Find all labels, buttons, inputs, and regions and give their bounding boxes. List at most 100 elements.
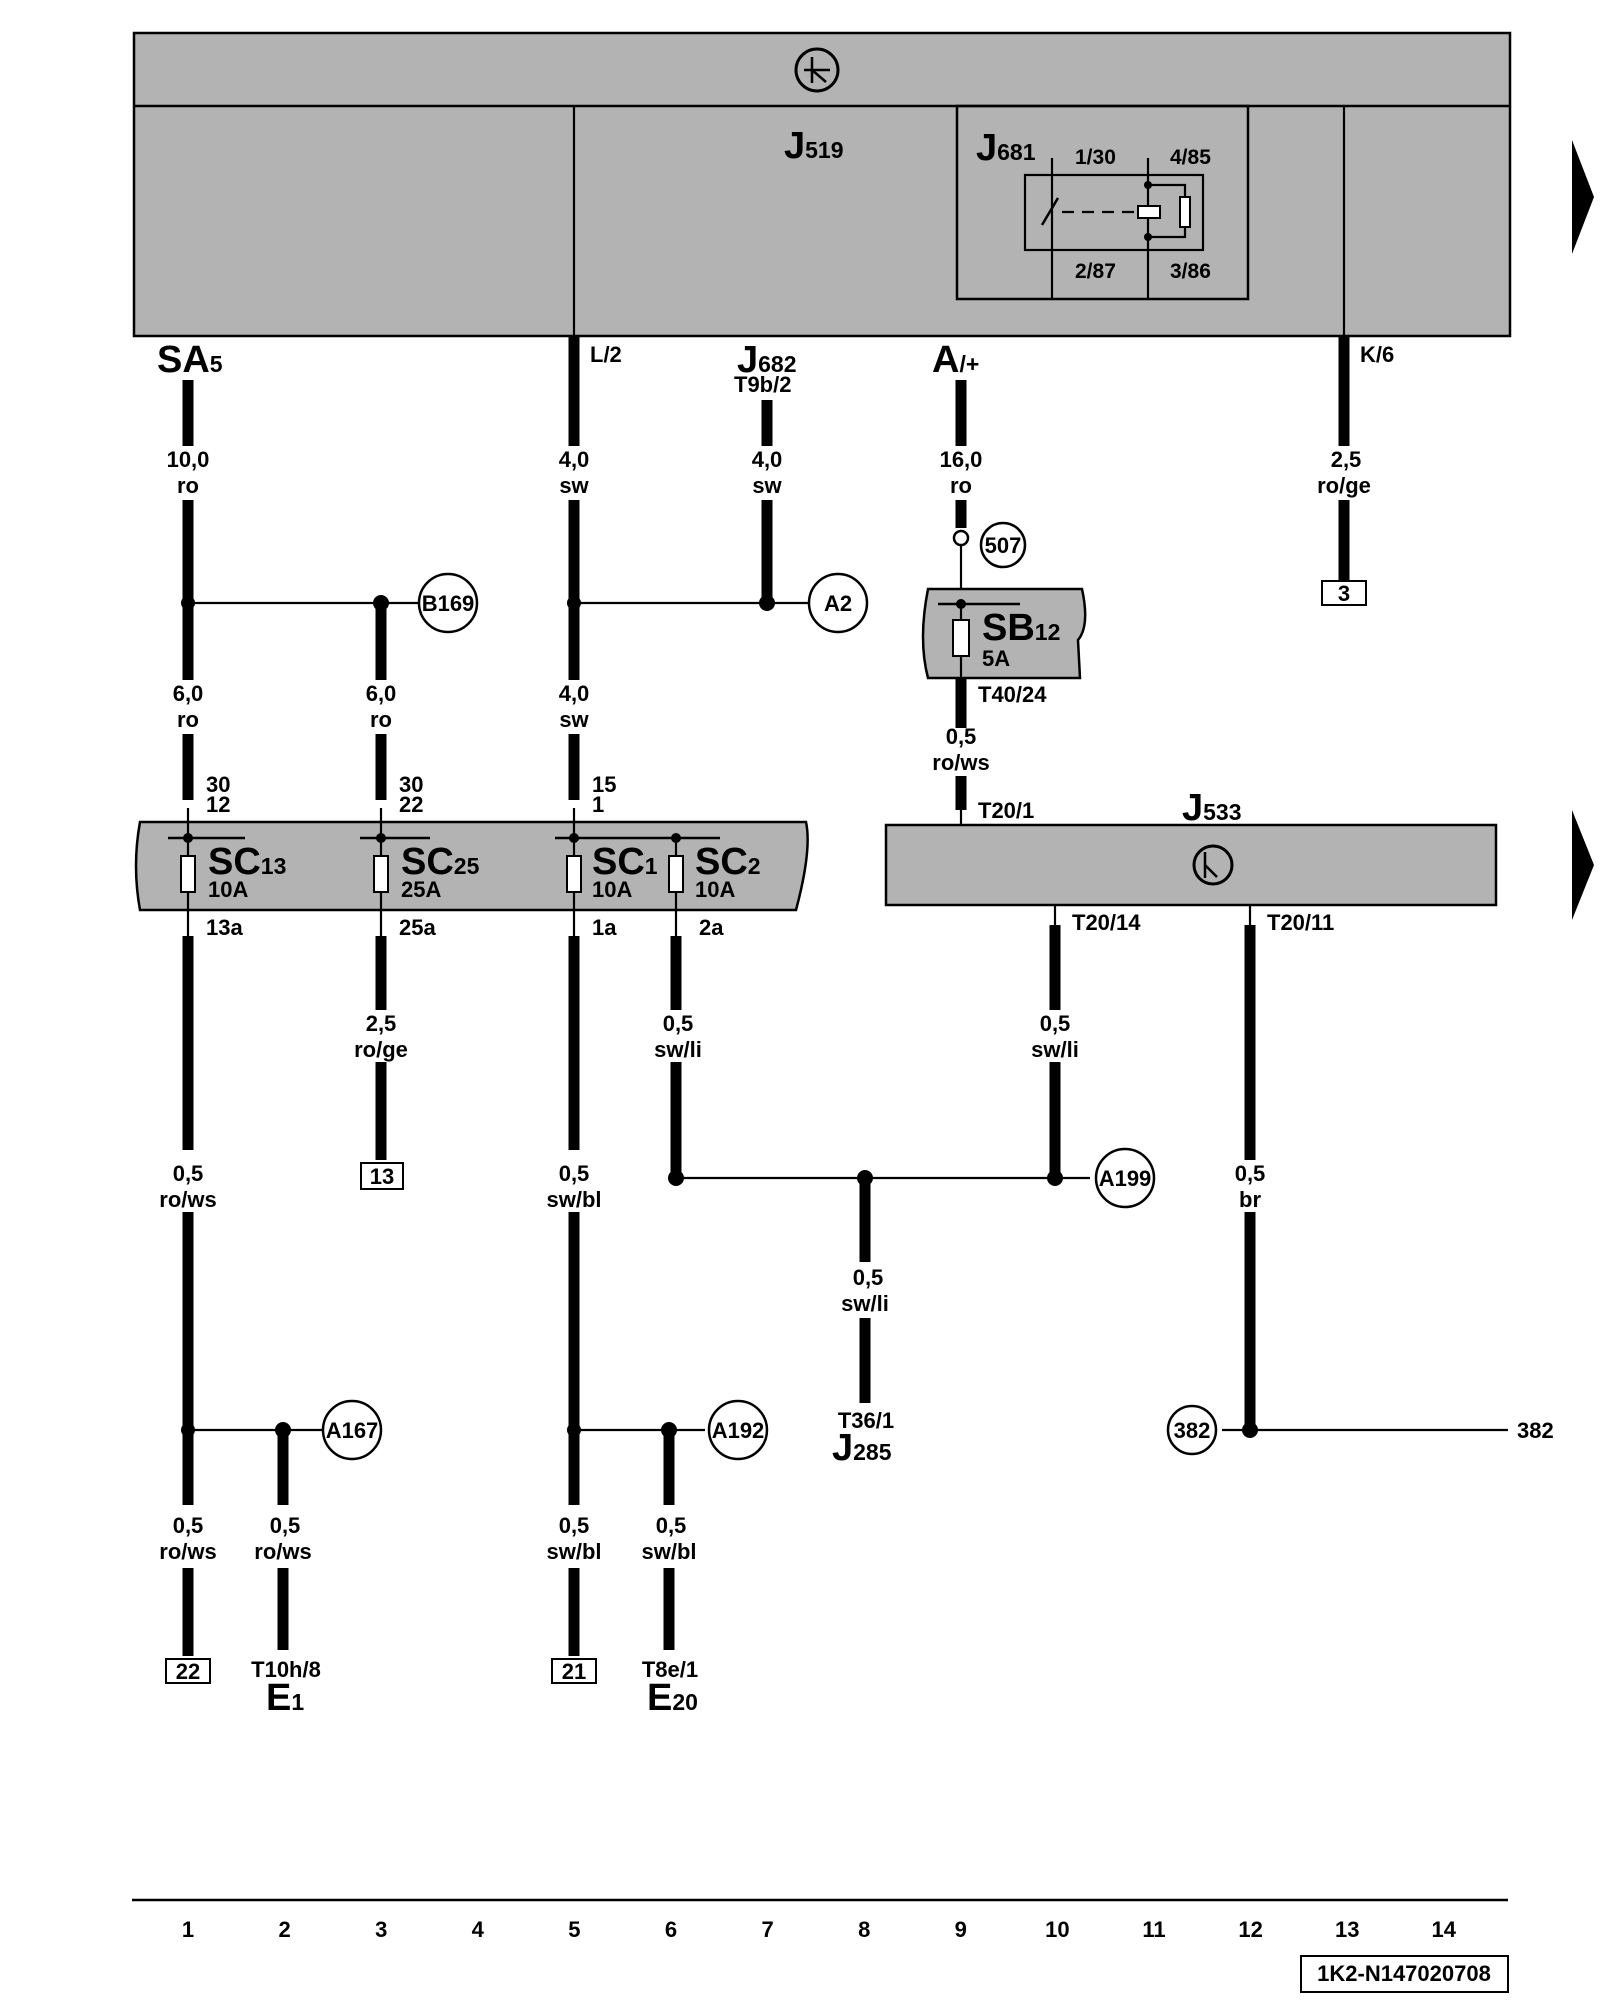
column-number: 13: [1335, 1917, 1359, 1942]
w11-size: 0,5: [663, 1011, 694, 1036]
relay-pin-1-30: 1/30: [1075, 146, 1116, 169]
relay-res-wire-top: [1148, 183, 1187, 197]
pin-13a: 13a: [206, 915, 243, 940]
fuse-icon: [373, 855, 389, 893]
ref-21-label: 21: [562, 1659, 586, 1684]
w19-size: 0,5: [559, 1513, 590, 1538]
w13-size: 0,5: [946, 724, 977, 749]
pin-30: 30: [206, 772, 230, 797]
w1-size: 10,0: [167, 447, 210, 472]
connection-b169-label: B169: [422, 591, 475, 616]
column-number: 12: [1238, 1917, 1262, 1942]
relay-pin-2-87: 2/87: [1075, 260, 1116, 283]
w11-color: sw/li: [654, 1037, 702, 1062]
sc13-rating: 10A: [208, 877, 248, 902]
pin-t10h-8: T10h/8: [251, 1657, 321, 1682]
w18-color: ro/ws: [254, 1539, 311, 1564]
w16-size: 0,5: [853, 1265, 884, 1290]
ref-13-label: 13: [370, 1164, 394, 1189]
sc1-rating: 10A: [592, 877, 632, 902]
w10-color: ro/ge: [354, 1037, 408, 1062]
pin-t9b2: T9b/2: [734, 372, 791, 397]
column-number: 10: [1045, 1917, 1069, 1942]
w12-color: sw/li: [1031, 1037, 1079, 1062]
w14-color: sw/bl: [546, 1187, 601, 1212]
pin-t36-1: T36/1: [838, 1408, 894, 1433]
w12-size: 0,5: [1040, 1011, 1071, 1036]
column-number: 6: [665, 1917, 677, 1942]
pin-t40-24: T40/24: [978, 682, 1047, 707]
w3-size: 4,0: [752, 447, 783, 472]
w7-color: ro: [370, 707, 392, 732]
connection-a2: [807, 572, 869, 634]
pin-30: 30: [399, 772, 423, 797]
relay-resistor-icon: [1179, 196, 1191, 228]
ref-3-label: 3: [1338, 581, 1350, 606]
w3-color: sw: [752, 473, 782, 498]
sc25-rating: 25A: [401, 877, 441, 902]
column-number: 4: [472, 1917, 485, 1942]
junction-dot: [567, 1423, 581, 1437]
ref-382-label: 382: [1517, 1418, 1554, 1443]
sc2-rating: 10A: [695, 877, 735, 902]
w15-color: br: [1239, 1187, 1261, 1212]
relay-coil-frame: [1023, 173, 1205, 252]
junction-dot: [1242, 1422, 1258, 1438]
w15-size: 0,5: [1235, 1161, 1266, 1186]
e1-label: E1: [266, 1677, 304, 1719]
connection-b169: [417, 572, 479, 634]
pin-1a: 1a: [592, 915, 617, 940]
doc-id-box: [1300, 1955, 1509, 1993]
pin-25a: 25a: [399, 915, 436, 940]
junction-dot: [181, 1423, 195, 1437]
pin-t20-11: T20/11: [1267, 910, 1334, 935]
ecu-symbol-icon: [794, 47, 840, 93]
w17-color: ro/ws: [159, 1539, 216, 1564]
junction-dot: [1047, 1170, 1063, 1186]
pin-1: 1: [592, 792, 604, 817]
connection-a192: [707, 1399, 769, 1461]
j682-label: J682: [737, 339, 797, 381]
continue-arrow-icon: [1572, 810, 1594, 920]
connection-a199-label: A199: [1099, 1166, 1152, 1191]
column-number: 8: [858, 1917, 870, 1942]
w18-size: 0,5: [270, 1513, 301, 1538]
sc2-label: SC2: [695, 841, 761, 883]
column-number: 2: [278, 1917, 290, 1942]
connection-a192-label: A192: [712, 1418, 765, 1443]
connection-a2-label: A2: [824, 591, 852, 616]
w9-size: 0,5: [173, 1161, 204, 1186]
pin-2a: 2a: [699, 915, 724, 940]
column-number: 5: [568, 1917, 580, 1942]
connection-a167: [321, 1399, 383, 1461]
column-number: 11: [1142, 1917, 1165, 1942]
column-number: 14: [1432, 1917, 1457, 1942]
sb12-rating: 5A: [982, 646, 1010, 671]
w17-size: 0,5: [173, 1513, 204, 1538]
w2-size: 4,0: [559, 447, 590, 472]
w6-size: 6,0: [173, 681, 204, 706]
fuse-icon: [566, 855, 582, 893]
w8-color: sw: [559, 707, 589, 732]
pin-12: 12: [206, 792, 230, 817]
connection-382-label: 382: [1174, 1418, 1211, 1443]
j681-relay-box: [955, 104, 1250, 301]
junction-dot: [181, 596, 195, 610]
j533-gateway: [884, 823, 1498, 907]
pin-l2: L/2: [590, 342, 622, 367]
pin-22: 22: [399, 792, 423, 817]
ref-22-label: 22: [176, 1659, 200, 1684]
column-number: 7: [761, 1917, 773, 1942]
ref-box-22: [165, 1658, 211, 1684]
connection-507: [979, 521, 1027, 569]
j519-label: J519: [784, 125, 844, 167]
w5-color: ro/ge: [1317, 473, 1371, 498]
relay-pin-4-85: 4/85: [1170, 146, 1211, 169]
sc25-label: SC25: [401, 841, 480, 883]
sa5-label: SA5: [157, 339, 223, 381]
sc-fuse-strip: [134, 820, 809, 912]
w16-color: sw/li: [841, 1291, 889, 1316]
junction-dot: [567, 596, 581, 610]
connection-a199: [1094, 1147, 1156, 1209]
